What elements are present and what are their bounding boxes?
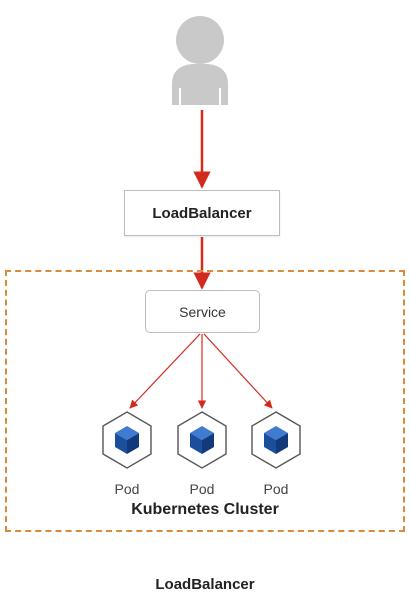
load-balancer-node: LoadBalancer [124, 190, 280, 236]
service-node: Service [145, 290, 260, 333]
arrow-service-to-pod-3 [203, 333, 273, 409]
pod-label-1: Pod [114, 481, 140, 497]
arrow-service-to-pod-1 [129, 333, 201, 409]
pod-label-2: Pod [189, 481, 215, 497]
kubernetes-cluster-boundary [5, 270, 405, 532]
pod-icon-2 [177, 411, 227, 469]
pod-icon-3 [251, 411, 301, 469]
user-icon [172, 16, 228, 105]
pod-label-3: Pod [263, 481, 289, 497]
cluster-label: Kubernetes Cluster [131, 501, 279, 518]
diagram-caption: LoadBalancer [155, 576, 255, 593]
pod-icon-1 [102, 411, 152, 469]
